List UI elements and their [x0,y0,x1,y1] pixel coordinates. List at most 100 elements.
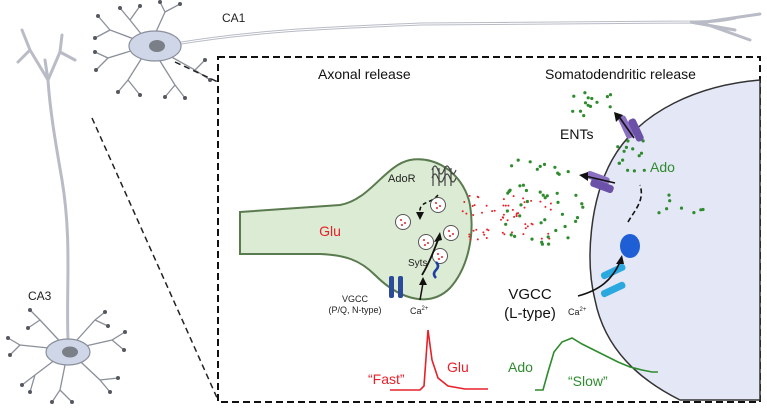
glutamate-dot [513,215,516,218]
adenosine-dot [692,211,696,215]
glutamate-dot [475,228,478,231]
adenosine-dot [571,109,575,113]
ado-trace-label: Ado [508,359,533,375]
ca-influx-arrow-right [577,261,621,297]
adenosine-dot [608,105,612,109]
adenosine-dot [518,214,522,218]
adenosine-dot [538,190,542,194]
glutamate-dot [530,222,533,225]
somatodendritic-release-heading: Somatodendritic release [545,66,696,82]
adenosine-dot [679,206,684,210]
ca-left-label: Ca2+ [410,306,429,316]
adenosine-dots [504,91,705,246]
released-glutamate-dots [461,194,552,241]
adenosine-dot [535,167,539,171]
presynaptic-terminal [239,158,473,301]
vgcc-pq-label-line2: (P/Q, N-type) [328,305,381,315]
adenosine-dot [572,94,576,98]
glutamate-dot [473,204,476,207]
adenosine-dot [581,205,585,209]
adenosine-dot [563,224,567,229]
adenosine-dot [574,219,578,223]
glutamate-dot [511,208,514,211]
slow-label: “Slow” [568,373,608,389]
glutamate-dot [540,237,543,240]
adenosine-dot [543,196,547,200]
glutamate-dot [506,219,509,222]
adoR-label: AdoR [388,173,416,185]
ca1-nucleus [149,40,165,52]
adenosine-dot [637,154,641,158]
adenosine-dot [580,202,584,206]
glutamate-dot [524,227,527,230]
syts-icon [432,261,440,279]
adenosine-dot [622,149,626,153]
adenosine-dot [566,236,570,240]
glu-trace-label: Glu [447,359,469,375]
glutamate-dot [549,202,552,205]
glutamate-dot [465,212,468,215]
adenosine-dot [542,162,547,166]
glutamate-dot [481,211,483,214]
adenosine-dot [590,96,594,101]
vgcc-l-label-line2: (L-type) [504,305,556,322]
adenosine-dot [545,194,549,198]
vesicle-fusion-arrow [421,239,439,276]
glutamate-dot [522,197,525,200]
glutamate-dot [463,201,466,203]
adenosine-dot [528,160,532,164]
glutamate-dot [468,235,471,238]
ca1-dendrites [94,1,211,99]
adenosine-dot [540,242,545,246]
adoR-arrowhead-icon [416,212,424,220]
ca3-neuron: CA3 [6,28,127,404]
ca-influx-arrowhead-left-icon [419,277,427,285]
glutamate-dot [468,233,471,236]
adenosine-dot [556,200,560,204]
adenosine-dot [553,165,557,169]
vgcc-pq-label-line1: VGCC [342,294,369,304]
glutamate-dot [547,232,550,235]
ado-transport-dashed-arrow [627,184,643,223]
adenosine-dot [516,158,520,162]
ca3-apical-dendrite [16,28,77,342]
adenosine-dot [583,91,587,95]
adenosine-dot [621,158,625,162]
glutamate-dot [502,198,505,201]
ca1-neuron: CA1 [93,0,762,100]
glutamate-dot [468,194,471,197]
ca1-axon [173,12,762,46]
ado-inside-label: Ado [650,159,675,175]
ca-influx-arrowhead-right-icon [616,255,624,264]
vesicle [443,225,459,241]
adenosine-dot [667,193,671,197]
glutamate-dot [491,210,494,213]
glutamate-dot [523,201,526,204]
adenosine-dot [546,235,550,239]
glutamate-dot [539,200,542,203]
adenosine-dot [586,103,590,107]
glutamate-dot [476,238,479,241]
adenosine-dot [530,237,534,241]
glutamate-dot [544,205,547,208]
adenosine-dot [582,114,586,118]
adenosine-dot [547,242,551,246]
glutamate-dot [486,228,489,231]
vesicle [418,234,434,250]
glutamate-dot [501,231,504,234]
vesicle [395,214,411,230]
glutamate-dot [471,205,474,207]
adenosine-dot [566,170,570,174]
glutamate-dot [493,209,496,212]
zoom-line-bottom [91,117,219,401]
glutamate-dot [530,199,533,202]
adenosine-dot [595,100,599,104]
adenosine-dot [509,233,513,237]
glutamate-dot [472,229,475,232]
syts-label: Syts [408,258,427,269]
ca3-label: CA3 [28,289,52,303]
adenosine-dot [513,234,517,238]
glutamate-dot [500,218,502,221]
adenosine-dot [668,199,672,203]
